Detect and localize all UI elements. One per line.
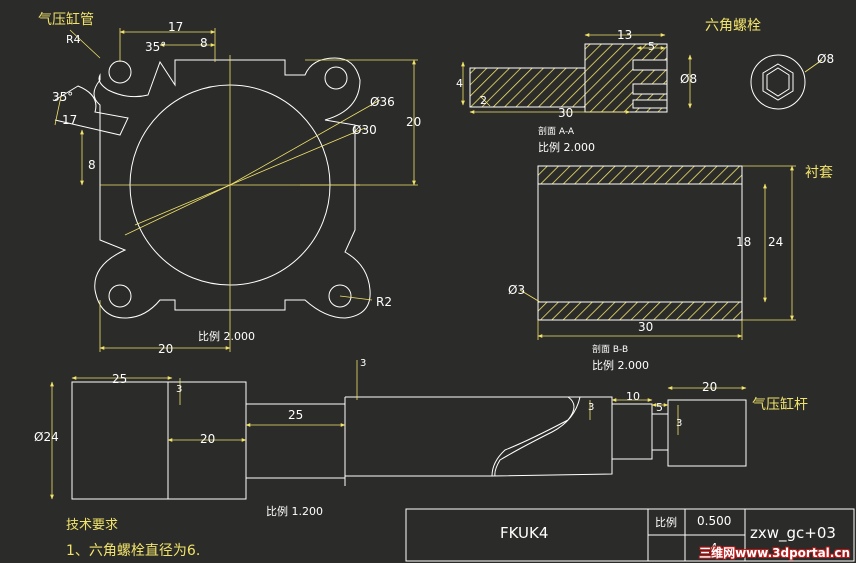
dim-bush-30: 30 bbox=[638, 320, 654, 334]
dim-35-b: 35° bbox=[52, 90, 74, 104]
label-hex-bolt: 六角螺栓 bbox=[705, 18, 761, 34]
dim-rod-25b: 25 bbox=[288, 408, 304, 422]
title-block bbox=[405, 508, 855, 562]
bolt-shank bbox=[469, 67, 586, 108]
dim-r4: R4 bbox=[66, 33, 81, 46]
dim-20-right: 20 bbox=[406, 115, 422, 129]
bushing-section bbox=[519, 165, 796, 340]
dim-rod-3d: 3 bbox=[676, 418, 683, 429]
title-block-code: zxw_gc+03 bbox=[750, 524, 836, 542]
label-air-rod: 气压缸杆 bbox=[752, 397, 808, 413]
title-block-name: FKUK4 bbox=[500, 524, 549, 542]
bolt-hole-br bbox=[328, 284, 352, 308]
notes-line-1: 1、六角螺栓直径为6. bbox=[66, 543, 201, 559]
dim-bolt-13: 13 bbox=[617, 28, 633, 42]
dim-rod-3a: 3 bbox=[176, 384, 183, 395]
caption-rod-scale: 比例 1.200 bbox=[266, 505, 323, 518]
dim-d30: Ø30 bbox=[352, 123, 377, 137]
bolt-hole-tl bbox=[108, 60, 132, 84]
dim-35-a: 35° bbox=[145, 40, 167, 54]
dim-17-left: 17 bbox=[62, 113, 78, 127]
bolt-hole-tr bbox=[324, 66, 348, 90]
dim-d36: Ø36 bbox=[370, 95, 395, 109]
dim-hex-d8: Ø8 bbox=[817, 52, 835, 66]
hex-bolt-section bbox=[461, 33, 692, 114]
rod-shaft bbox=[345, 396, 575, 477]
rod-dimensions bbox=[50, 360, 747, 500]
dim-rod-10: 10 bbox=[626, 390, 640, 403]
dim-bolt-30: 30 bbox=[558, 106, 574, 120]
dim-rod-3b: 3 bbox=[360, 358, 367, 369]
title-block-scale-value: 0.500 bbox=[697, 514, 732, 528]
flange-outline bbox=[93, 57, 371, 319]
title-block-scale-label: 比例 bbox=[655, 516, 677, 529]
bushing-top-wall bbox=[537, 165, 743, 185]
dim-rod-3c: 3 bbox=[588, 402, 595, 413]
notes-title: 技术要求 bbox=[66, 518, 119, 533]
bolt-hole-bl bbox=[108, 284, 132, 308]
dim-17-top: 17 bbox=[168, 20, 184, 34]
watermark: 三维网www.3dportal.cn bbox=[699, 546, 850, 560]
flange-dimensions bbox=[54, 28, 418, 352]
dim-bolt-4: 4 bbox=[456, 77, 463, 90]
label-bushing: 衬套 bbox=[805, 165, 833, 181]
dim-bush-18: 18 bbox=[736, 235, 752, 249]
caption-section-aa: 剖面 A-A bbox=[538, 127, 575, 137]
left-notch bbox=[54, 85, 129, 136]
dim-bolt-5: 5 bbox=[648, 40, 655, 53]
dim-bolt-d8: Ø8 bbox=[680, 72, 698, 86]
dim-bolt-2: 2 bbox=[480, 94, 487, 107]
caption-scale-bb: 比例 2.000 bbox=[592, 359, 649, 372]
piston-rod bbox=[71, 381, 747, 500]
label-air-pipe: 气压缸管 bbox=[38, 12, 94, 28]
caption-scale-aa: 比例 2.000 bbox=[538, 141, 595, 154]
rod-head bbox=[71, 381, 247, 500]
caption-flange-scale: 比例 2.000 bbox=[198, 330, 255, 343]
dim-rod-20a: 20 bbox=[200, 432, 216, 446]
dim-rod-20b: 20 bbox=[702, 380, 718, 394]
dim-8-left: 8 bbox=[88, 158, 96, 172]
dim-rod-5: 5 bbox=[656, 401, 663, 414]
caption-section-bb: 剖面 B-B bbox=[592, 345, 629, 355]
bushing-bottom-wall bbox=[537, 301, 743, 321]
hex-end-view bbox=[750, 54, 823, 110]
flange-centerlines bbox=[100, 55, 381, 320]
flange-view bbox=[54, 57, 371, 319]
dim-bush-24: 24 bbox=[768, 235, 784, 249]
dim-20-bottom: 20 bbox=[158, 342, 174, 356]
dim-8-top: 8 bbox=[200, 36, 208, 50]
dim-r2: R2 bbox=[376, 295, 392, 309]
dim-rod-d24: Ø24 bbox=[34, 430, 59, 444]
dim-rod-25a: 25 bbox=[112, 372, 128, 386]
title-block-sheet: 4 bbox=[710, 541, 718, 555]
dim-bush-d3: Ø3 bbox=[508, 283, 526, 297]
